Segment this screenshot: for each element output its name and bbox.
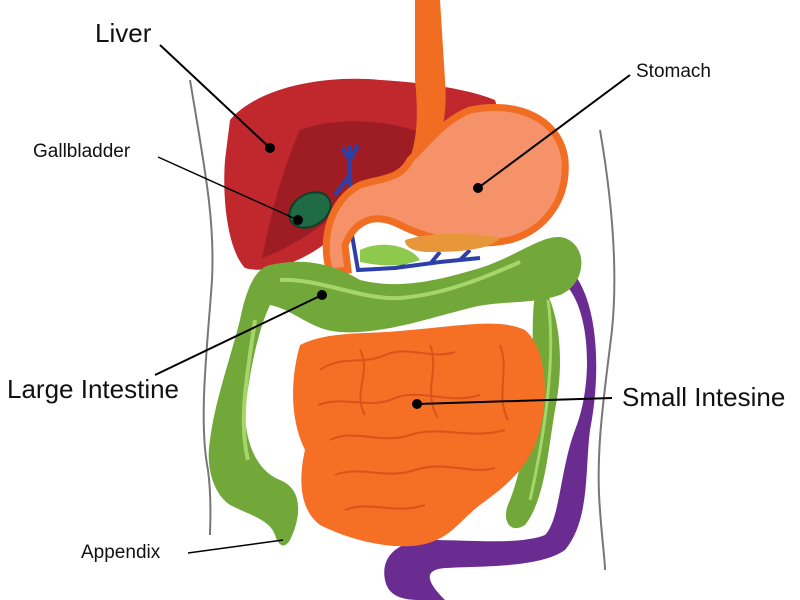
rectum xyxy=(384,275,597,600)
leader-large-intestine xyxy=(154,294,323,376)
pancreas xyxy=(360,233,500,266)
label-gallbladder: Gallbladder xyxy=(33,141,131,162)
label-appendix: Appendix xyxy=(81,542,161,563)
leader-gallbladder xyxy=(157,156,299,221)
leader-lines xyxy=(154,44,631,554)
leader-liver xyxy=(159,44,271,149)
leader-stomach xyxy=(477,74,631,189)
dot-stomach xyxy=(473,183,483,193)
dot-small-intestine xyxy=(412,399,422,409)
label-small-intestine: Small Intesine xyxy=(622,382,786,412)
anchor-dots xyxy=(265,143,483,409)
body-outline xyxy=(189,79,616,571)
small-intestine xyxy=(293,323,545,547)
dot-large-intestine xyxy=(317,290,327,300)
label-stomach: Stomach xyxy=(636,61,711,82)
label-large-intestine: Large Intestine xyxy=(7,374,180,404)
leader-small-intestine xyxy=(416,397,613,405)
label-liver: Liver xyxy=(95,18,152,48)
esophagus xyxy=(410,0,446,160)
dot-liver xyxy=(265,143,275,153)
leader-appendix xyxy=(187,539,284,554)
dot-gallbladder xyxy=(293,215,303,225)
